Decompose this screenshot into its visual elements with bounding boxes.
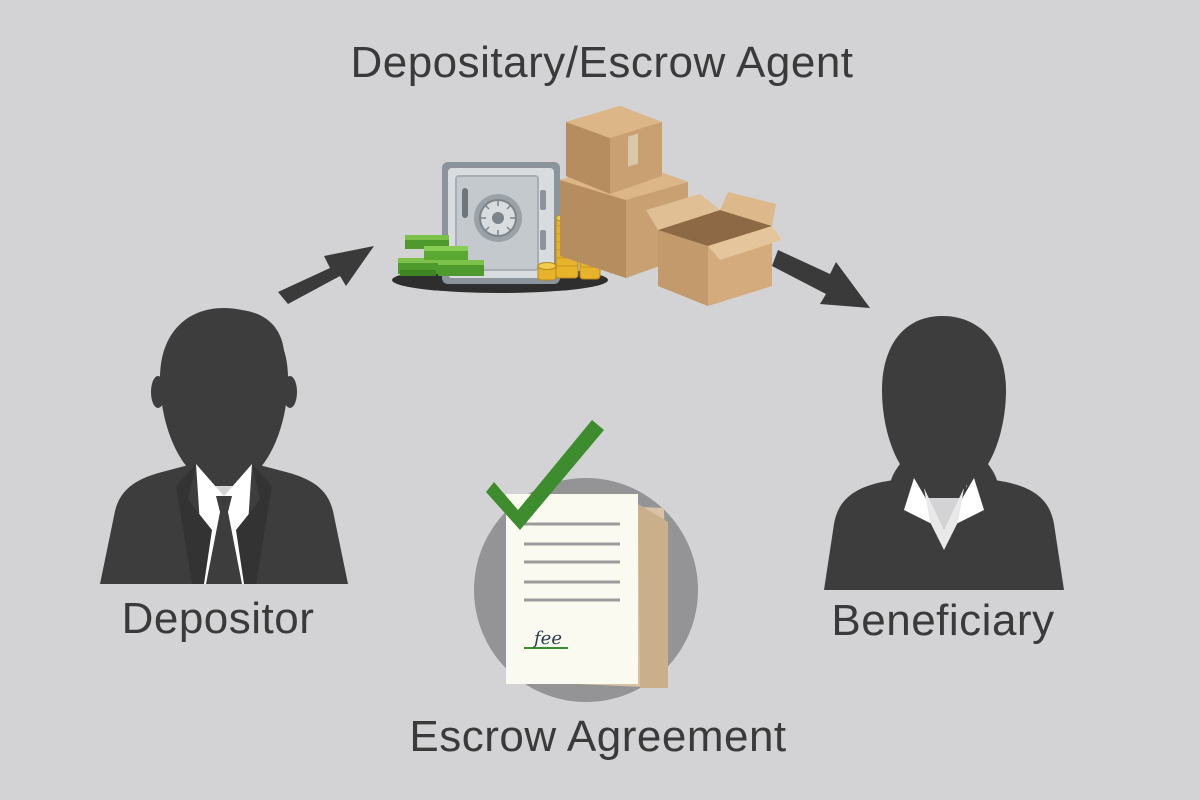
signature-text: fee [532,628,562,649]
escrow-agreement-label: Escrow Agreement [409,712,787,761]
escrow-assets-illustration [392,106,782,306]
depositor-label: Depositor [121,594,315,643]
beneficiary-label: Beneficiary [831,596,1055,645]
document-icon: fee [506,494,638,684]
money-stack-icon [398,235,484,276]
arrow-to-agent-icon [278,246,374,304]
safe-icon [442,162,560,284]
depositor-avatar [100,308,348,584]
beneficiary-avatar [824,316,1064,590]
escrow-agreement-illustration: fee [474,420,698,702]
escrow-agent-label: Depositary/Escrow Agent [350,38,854,87]
arrow-to-beneficiary-icon [772,250,870,308]
cardboard-boxes-icon [560,106,782,306]
checkmark-icon [486,420,604,530]
